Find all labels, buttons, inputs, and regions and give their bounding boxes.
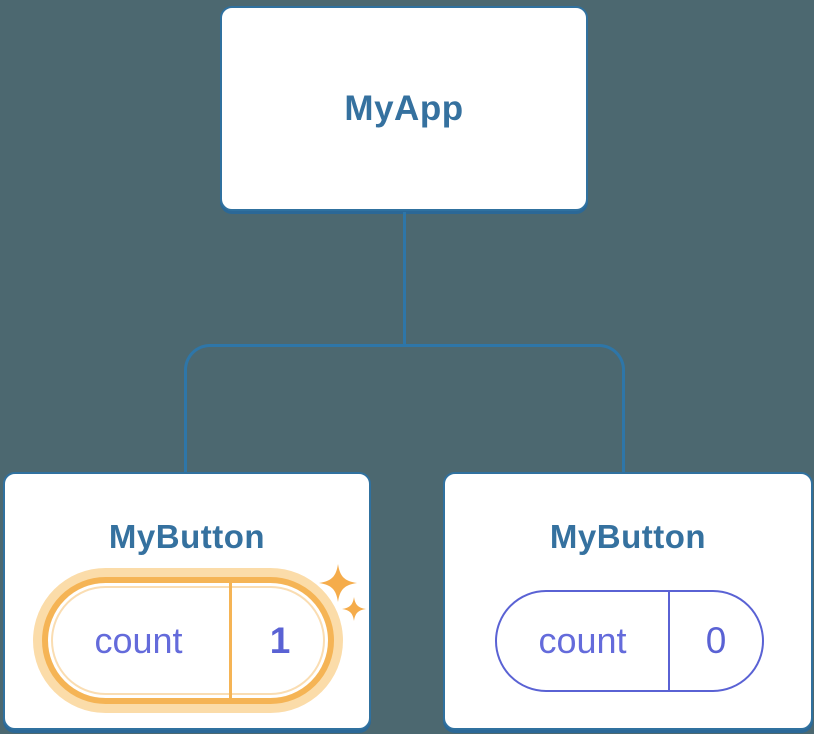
node-mybutton-left: MyButton count 1 xyxy=(3,472,371,730)
state-key-label: count xyxy=(538,620,627,661)
state-key-label: count xyxy=(94,619,183,661)
connector-bracket xyxy=(184,344,625,472)
node-myapp: MyApp xyxy=(220,6,588,211)
state-value: 1 xyxy=(229,583,328,698)
connector-stem xyxy=(403,212,406,344)
node-mybutton-left-label: MyButton xyxy=(108,518,266,555)
node-myapp-label: MyApp xyxy=(344,88,464,128)
sparkle-icon-small xyxy=(342,597,366,621)
state-value: 0 xyxy=(668,592,762,690)
state-pill: count 0 xyxy=(495,590,764,692)
node-mybutton-right: MyButton count 0 xyxy=(443,472,813,730)
state-pill-highlighted: count 1 xyxy=(42,577,334,704)
sparkle-icon-large xyxy=(319,564,357,602)
node-mybutton-right-label: MyButton xyxy=(549,518,707,555)
